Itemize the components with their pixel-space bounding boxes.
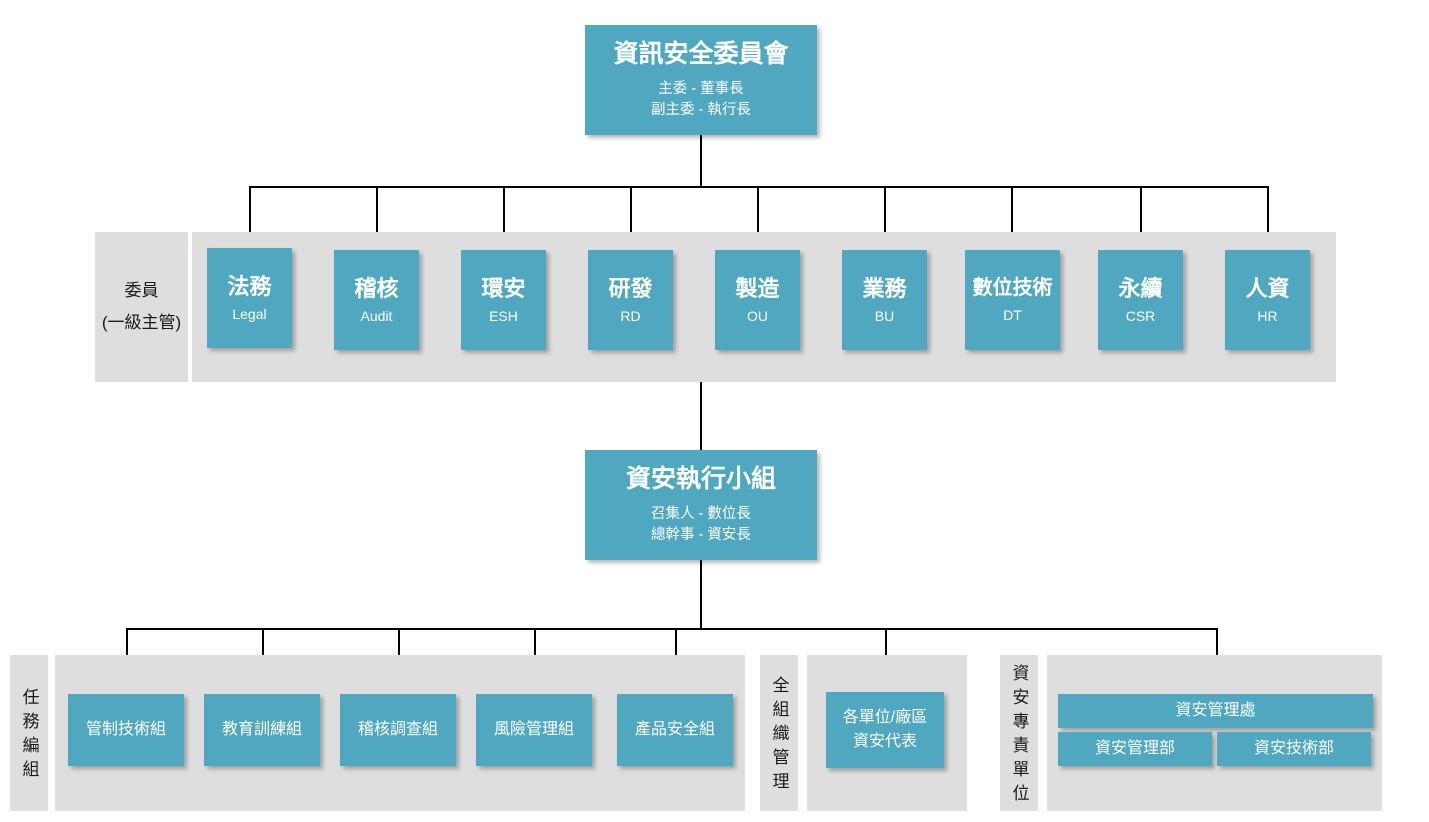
member-name: 製造 [735,275,780,301]
band-label-members-line1: 委員 [124,280,159,300]
node-member-bu[interactable]: 業務 BU [842,250,927,350]
rep-line2: 資安代表 [852,733,917,750]
committee-role-chair: 主委 - 董事長 [658,80,744,97]
node-task-group-education-training[interactable]: 教育訓練組 [204,694,320,766]
exec-team-role-secretary: 總幹事 - 資安長 [651,526,751,543]
task-group-name: 稽核調查組 [357,721,438,738]
rep-line1: 各單位/廠區 [842,709,928,726]
member-abbr: HR [1257,308,1278,324]
task-group-name: 產品安全組 [634,721,715,738]
connector-drop-member-1 [249,186,251,246]
connector-drop-member-8 [1140,186,1142,246]
member-abbr: OU [747,308,768,324]
band-label-task-groups: 任務編組 [10,655,48,811]
band-label-committee-members: 委員 (一級主管) [95,232,188,382]
connector-drop-member-7 [1011,186,1013,246]
connector-members-to-exec [700,382,702,450]
member-name: 永續 [1118,275,1163,301]
member-name: 人資 [1245,275,1290,301]
member-abbr: RD [620,308,641,324]
member-name: 稽核 [354,275,399,301]
connector-drop-member-5 [757,186,759,246]
connector-drop-member-3 [503,186,505,246]
band-label-members-line2: (一級主管) [101,313,182,332]
connector-drop-member-4 [630,186,632,246]
node-member-esh[interactable]: 環安 ESH [461,250,546,350]
dedicated-head-name: 資安管理處 [1175,702,1256,719]
member-name: 法務 [227,273,272,299]
member-abbr: DT [1003,306,1022,323]
node-member-hr[interactable]: 人資 HR [1225,250,1310,350]
node-security-management-department[interactable]: 資安管理部 [1058,732,1212,766]
connector-exec-to-bottom-bus [700,560,702,630]
band-label-org-wide-management: 全組織管理 [760,655,798,811]
exec-team-title: 資安執行小組 [625,465,776,494]
band-label-dedicated-security-unit: 資安專責單位 [1000,655,1038,811]
task-group-name: 管制技術組 [85,721,166,738]
connector-drop-member-2 [376,186,378,246]
member-name: 業務 [862,275,907,301]
node-member-legal[interactable]: 法務 Legal [207,248,292,348]
node-task-group-risk-management[interactable]: 風險管理組 [476,694,592,766]
committee-title: 資訊安全委員會 [613,40,789,69]
node-member-ou[interactable]: 製造 OU [715,250,800,350]
node-security-management-division[interactable]: 資安管理處 [1058,694,1373,728]
dedicated-subunit-name: 資安管理部 [1094,740,1175,757]
member-abbr: Legal [232,306,267,322]
member-name: 數位技術 [972,276,1053,299]
member-abbr: ESH [489,308,518,324]
node-information-security-committee[interactable]: 資訊安全委員會 主委 - 董事長 副主委 - 執行長 [585,25,817,135]
connector-committee-to-bus [700,135,702,188]
node-member-rd[interactable]: 研發 RD [588,250,673,350]
node-task-group-product-security[interactable]: 產品安全組 [617,694,733,766]
node-member-audit[interactable]: 稽核 Audit [334,250,419,350]
task-group-name: 教育訓練組 [221,721,302,738]
member-abbr: Audit [360,308,393,324]
node-task-group-audit-investigation[interactable]: 稽核調查組 [340,694,456,766]
member-name: 環安 [481,275,526,301]
task-group-name: 風險管理組 [493,721,574,738]
exec-team-role-convener: 召集人 - 數位長 [651,505,751,522]
member-abbr: CSR [1125,308,1156,324]
node-security-technology-department[interactable]: 資安技術部 [1217,732,1371,766]
node-task-group-control-technology[interactable]: 管制技術組 [68,694,184,766]
connector-drop-member-6 [884,186,886,246]
connector-drop-member-9 [1267,186,1269,246]
dedicated-subunit-name: 資安技術部 [1253,740,1334,757]
node-member-dt[interactable]: 數位技術 DT [965,250,1060,350]
committee-role-vice-chair: 副主委 - 執行長 [651,101,751,118]
connector-bottom-bus [126,628,1218,630]
node-unit-site-security-representative[interactable]: 各單位/廠區 資安代表 [826,692,944,768]
node-security-execution-team[interactable]: 資安執行小組 召集人 - 數位長 總幹事 - 資安長 [585,450,817,560]
member-abbr: BU [874,308,895,324]
member-name: 研發 [608,275,653,301]
node-member-csr[interactable]: 永續 CSR [1098,250,1183,350]
